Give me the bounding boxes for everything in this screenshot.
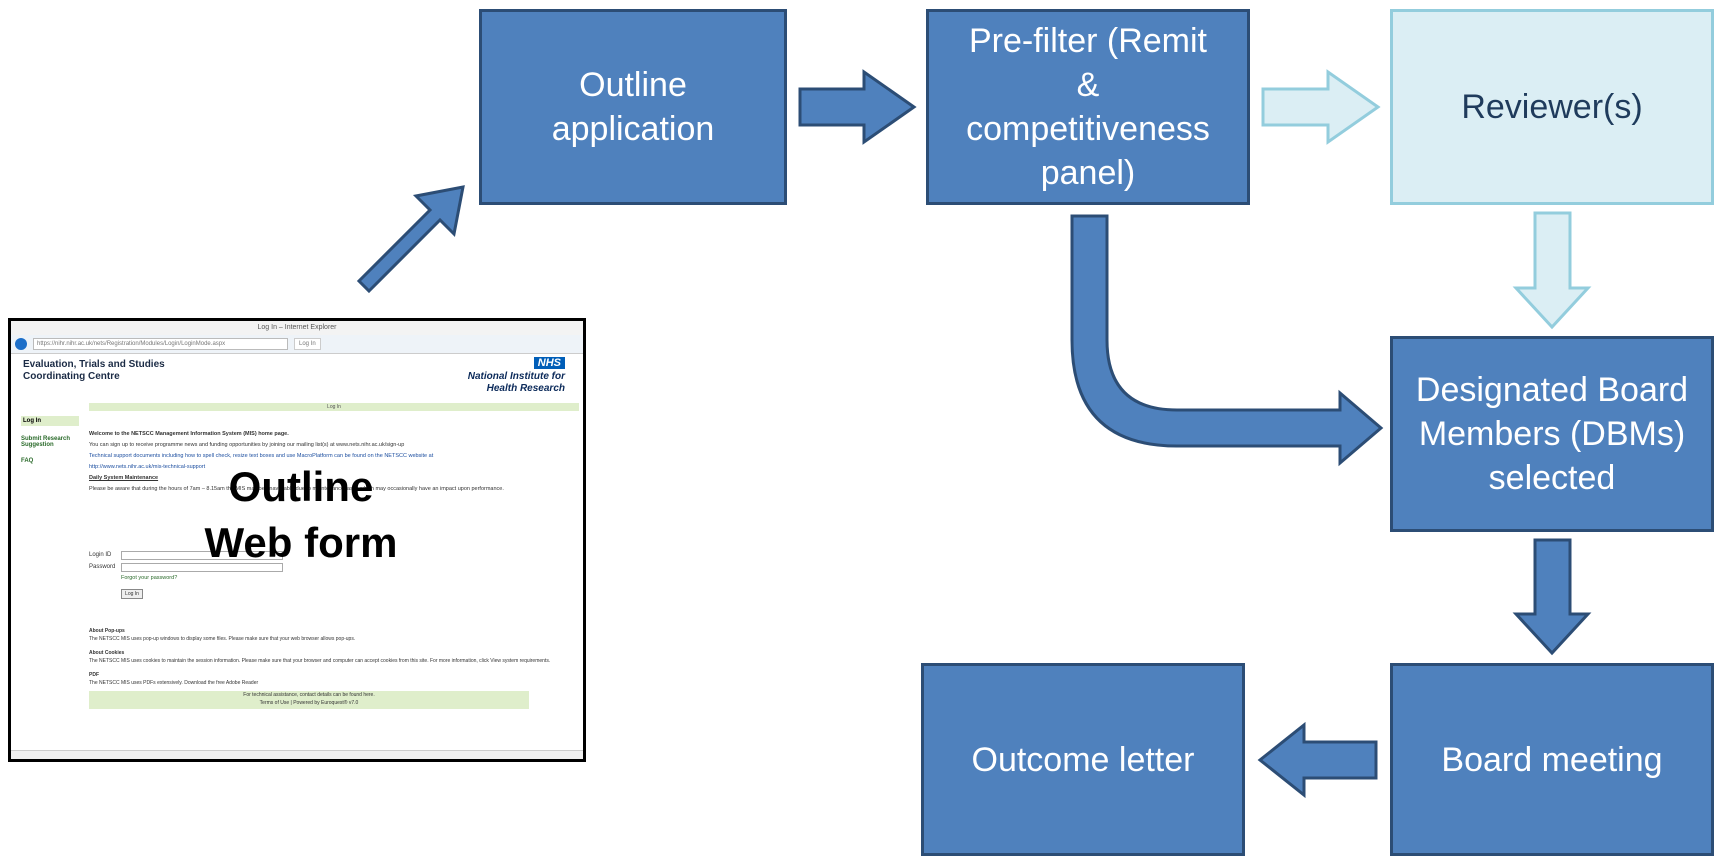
arrow-prefilter-to-reviewers — [1261, 69, 1381, 145]
pdf-text: The NETSCC MIS uses PDFs extensively. Do… — [89, 680, 259, 686]
prefilter-label: Pre-filter (Remit & competitiveness pane… — [966, 22, 1210, 192]
arrow-board-to-outcome — [1257, 721, 1378, 799]
page-header-bar: Log In — [89, 403, 579, 411]
page-header-label: Log In — [327, 404, 341, 410]
box-reviewers: Reviewer(s) — [1390, 9, 1714, 205]
overlay-line1: Outline — [228, 463, 374, 510]
reviewers-label: Reviewer(s) — [1461, 88, 1643, 126]
arrow-dbms-to-board — [1512, 538, 1592, 656]
site-title-line2: Coordinating Centre — [23, 371, 120, 382]
login-id-label: Login ID — [89, 552, 112, 558]
horizontal-scrollbar[interactable] — [11, 750, 583, 759]
sidebar-item-submit-research[interactable]: Submit Research Suggestion — [21, 436, 71, 448]
welcome-text: Welcome to the NETSCC Management Informa… — [89, 431, 289, 437]
pdf-heading: PDF — [89, 672, 99, 678]
box-board-meeting: Board meeting — [1390, 663, 1714, 856]
outcome-letter-label: Outcome letter — [971, 740, 1195, 779]
login-form: Login ID Password Forgot your password? … — [89, 549, 283, 599]
back-icon[interactable] — [15, 338, 27, 350]
footer-line2: Terms of Use | Powered by Euroquest® v7.… — [259, 700, 359, 706]
nhs-logo: NHS — [533, 357, 565, 369]
arrow-webform-to-outline — [356, 185, 465, 294]
box-prefilter: Pre-filter (Remit & competitiveness pane… — [926, 9, 1250, 205]
webform-overlay-label: Outline Web form — [151, 459, 451, 571]
maintenance-heading: Daily System Maintenance — [89, 475, 159, 481]
site-title-line1: Evaluation, Trials and Studies — [23, 359, 165, 370]
popups-heading: About Pop-ups — [89, 628, 125, 634]
popups-text: The NETSCC MIS uses pop-up windows to di… — [89, 636, 356, 642]
webform-screenshot: Log In – Internet Explorer https://nihr.… — [8, 318, 586, 762]
nihr-line2: Health Research — [486, 383, 565, 394]
browser-url-bar[interactable]: https://nihr.nihr.ac.uk/nets/Registratio… — [33, 338, 288, 350]
support-link[interactable]: http://www.nets.nihr.ac.uk/mis-technical… — [89, 464, 206, 470]
box-dbms: Designated Board Members (DBMs) selected — [1390, 336, 1714, 532]
mailing-text: You can sign up to receive programme new… — [89, 442, 405, 448]
nihr-line1: National Institute for — [467, 371, 565, 382]
nihr-logo-text: National Institute for Health Research — [468, 371, 565, 395]
box-outline-application: Outline application — [479, 9, 787, 205]
cookies-heading: About Cookies — [89, 650, 125, 656]
login-id-input[interactable] — [121, 550, 283, 560]
site-footer: For technical assistance, contact detail… — [89, 691, 529, 709]
dbms-label: Designated Board Members (DBMs) selected — [1415, 371, 1689, 497]
arrow-prefilter-to-dbms — [1070, 214, 1384, 467]
board-meeting-label: Board meeting — [1441, 740, 1663, 779]
forgot-password-link[interactable]: Forgot your password? — [121, 575, 178, 581]
maintenance-text: Please be aware that during the hours of… — [89, 486, 504, 492]
password-label: Password — [89, 564, 116, 570]
login-button[interactable]: Log In — [121, 589, 143, 599]
welcome-content: Welcome to the NETSCC Management Informa… — [89, 429, 559, 495]
arrow-outline-to-prefilter — [798, 69, 917, 145]
password-input[interactable] — [121, 562, 283, 572]
browser-tab[interactable]: Log In — [294, 338, 321, 350]
login-id-row: Login ID — [89, 549, 283, 561]
info-sections: About Pop-ups The NETSCC MIS uses pop-up… — [89, 621, 559, 687]
site-sidebar: Log In Submit Research Suggestion FAQ — [21, 416, 79, 474]
sidebar-item-log-in[interactable]: Log In — [21, 416, 79, 426]
browser-titlebar: Log In – Internet Explorer — [11, 321, 583, 335]
footer-line1: For technical assistance, contact detail… — [243, 692, 375, 698]
sidebar-item-faq[interactable]: FAQ — [21, 458, 34, 464]
overlay-line2: Web form — [204, 519, 398, 566]
password-row: Password — [89, 561, 283, 573]
support-text[interactable]: Technical support documents including ho… — [89, 453, 434, 459]
box-outcome-letter: Outcome letter — [921, 663, 1245, 856]
arrow-reviewers-to-dbms — [1512, 211, 1592, 330]
outline-application-label: Outline application — [551, 66, 715, 148]
cookies-text: The NETSCC MIS uses cookies to maintain … — [89, 658, 551, 664]
site-title: Evaluation, Trials and Studies Coordinat… — [23, 359, 165, 383]
browser-address-row: https://nihr.nihr.ac.uk/nets/Registratio… — [11, 335, 583, 354]
